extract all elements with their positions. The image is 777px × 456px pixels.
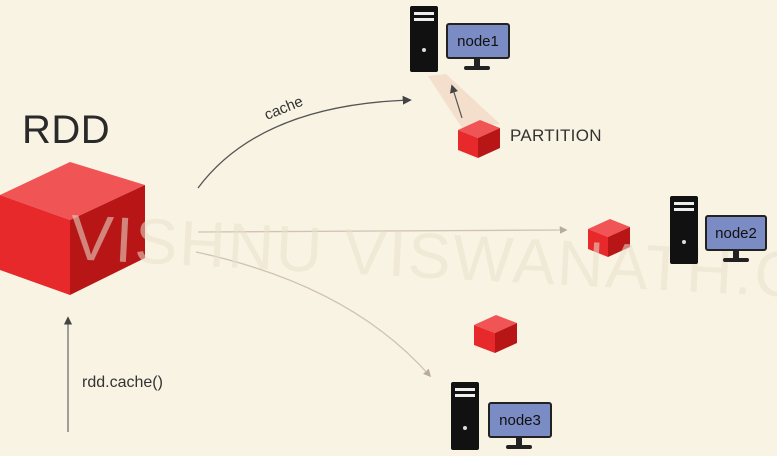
partition-cube-2 — [588, 219, 630, 257]
arrow-node2 — [197, 226, 568, 234]
partition-cube-3 — [474, 315, 517, 353]
arrow-node3 — [195, 251, 432, 378]
rdd-cube — [0, 162, 145, 295]
rdd-title: RDD — [22, 108, 111, 152]
partition-beam — [428, 74, 500, 128]
cache-arrow-node1 — [197, 95, 412, 189]
partition-cube-1 — [458, 120, 500, 158]
node1-label: node1 — [457, 32, 499, 50]
node1-monitor: node1 — [446, 23, 510, 59]
node1-tower-icon — [410, 6, 438, 72]
partition-label: PARTITION — [510, 126, 602, 145]
node3-monitor: node3 — [488, 402, 552, 438]
node2-tower-icon — [670, 196, 698, 264]
cache-call-label: rdd.cache() — [82, 374, 163, 391]
node2-label: node2 — [715, 224, 757, 242]
partition-to-node1-arrow — [449, 84, 463, 119]
node3-label: node3 — [499, 411, 541, 429]
node2-monitor: node2 — [705, 215, 767, 251]
node3-tower-icon — [451, 382, 479, 450]
